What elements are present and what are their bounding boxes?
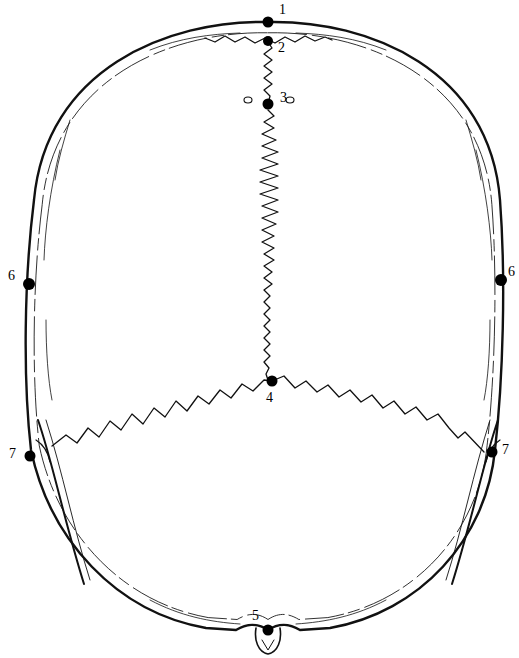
skull-outline: [26, 22, 504, 630]
landmark-dot: [263, 36, 273, 46]
landmark-dot: [267, 376, 278, 387]
callout-number: 7: [502, 442, 509, 458]
callout-number: 5: [252, 608, 259, 624]
sagittal-suture: [260, 110, 278, 380]
parietal-foramen: [286, 97, 294, 103]
mastoid-right: [452, 420, 498, 584]
landmark-dot: [487, 447, 498, 458]
skull-inner-contour: [34, 33, 495, 620]
landmark-dot: [263, 625, 274, 636]
mastoid-left-inner: [46, 420, 90, 580]
callout-number: 2: [278, 40, 285, 56]
landmark-dot: [263, 99, 274, 110]
lambdoid-suture: [52, 376, 484, 452]
landmark-dot: [263, 17, 274, 28]
callout-number: 6: [8, 268, 15, 284]
metopic-suture: [264, 42, 272, 104]
mastoid-right-inner: [446, 420, 490, 580]
mastoid-left: [38, 420, 84, 584]
callout-number: 6: [508, 264, 515, 280]
landmark-dot: [495, 274, 507, 286]
callout-number: 7: [9, 446, 16, 462]
mastoid-detail: [36, 440, 500, 462]
callout-number: 3: [280, 90, 287, 106]
occipital-knob-detail: [262, 640, 274, 650]
landmark-dot: [25, 451, 36, 462]
surface-hatching: [44, 33, 492, 624]
callout-number: 4: [266, 390, 273, 406]
parietal-foramen: [244, 97, 252, 103]
callout-number: 1: [279, 2, 286, 18]
landmark-dot: [23, 278, 35, 290]
